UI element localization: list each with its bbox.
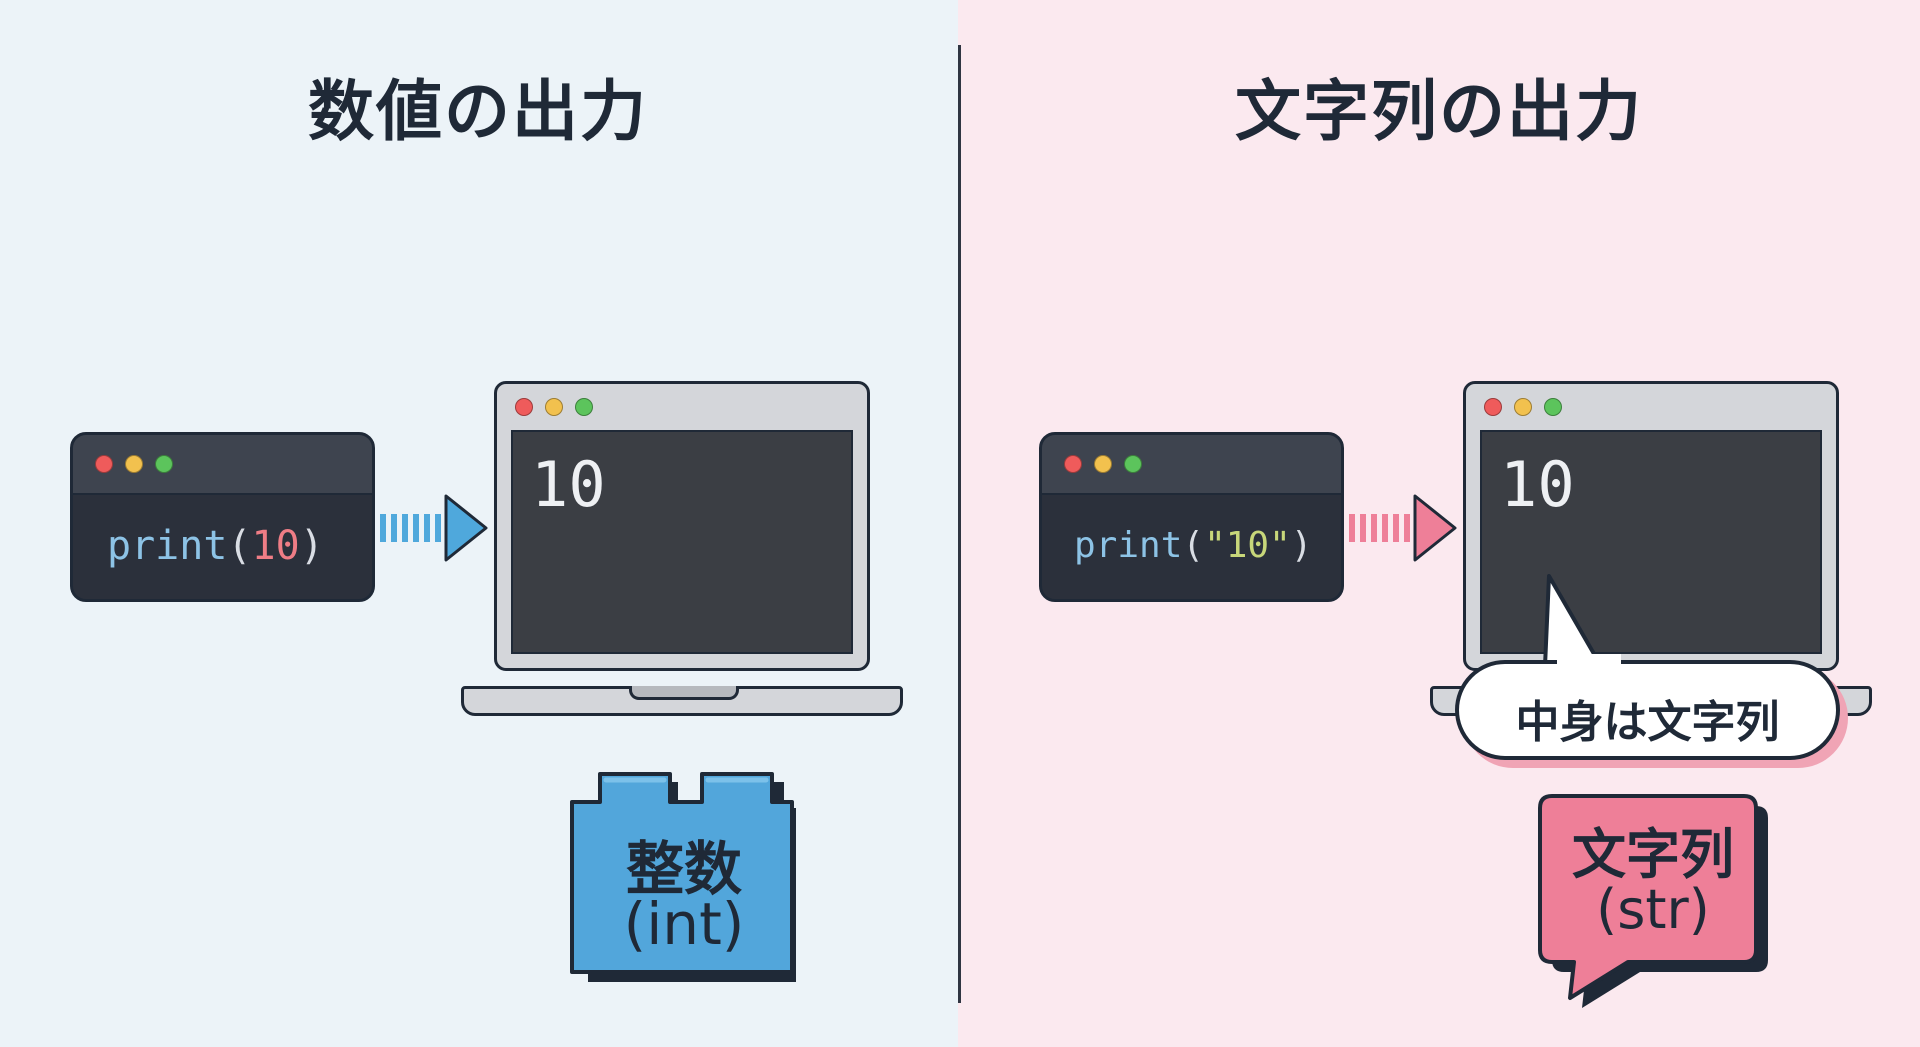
left-laptop-screen: 10 — [494, 381, 870, 671]
str-tag-type: (str) — [1596, 878, 1710, 941]
left-code-line: print(10) — [107, 523, 324, 569]
maximize-dot-icon — [1544, 398, 1562, 416]
str-tag-icon — [1538, 794, 1768, 1008]
code-close-paren: ) — [299, 523, 324, 569]
str-tag-label: 文字列 — [1572, 823, 1734, 886]
code-argument: 10 — [251, 523, 300, 569]
int-block-type: (int) — [623, 890, 745, 958]
minimize-dot-icon — [1514, 398, 1532, 416]
laptop-notch — [629, 686, 739, 700]
close-dot-icon — [1064, 455, 1082, 473]
right-terminal-output-area: 10 — [1480, 430, 1822, 654]
close-dot-icon — [515, 398, 533, 416]
int-block-icon — [570, 772, 796, 982]
minimize-dot-icon — [125, 455, 143, 473]
close-dot-icon — [1484, 398, 1502, 416]
maximize-dot-icon — [1124, 455, 1142, 473]
right-arrow-icon — [1349, 494, 1457, 562]
right-heading: 文字列の出力 — [1235, 73, 1643, 150]
code-open-paren: ( — [1182, 525, 1205, 566]
left-code-window: print(10) — [70, 432, 375, 602]
left-arrow-icon — [380, 494, 488, 562]
code-window-titlebar — [1042, 435, 1341, 495]
code-open-paren: ( — [227, 523, 252, 569]
code-window-titlebar — [73, 435, 372, 495]
code-function: print — [107, 523, 228, 569]
left-laptop-base — [461, 686, 903, 716]
code-close-paren: ) — [1290, 525, 1313, 566]
right-code-line: print("10") — [1074, 525, 1312, 566]
right-output-value: 10 — [1500, 448, 1575, 521]
minimize-dot-icon — [1094, 455, 1112, 473]
right-laptop-screen: 10 — [1463, 381, 1839, 671]
bubble-label: 中身は文字列 — [1515, 697, 1780, 748]
left-terminal-output-area: 10 — [511, 430, 853, 654]
code-argument: "10" — [1204, 525, 1291, 566]
maximize-dot-icon — [575, 398, 593, 416]
int-block-label: 整数 — [625, 835, 742, 903]
left-output-value: 10 — [531, 448, 606, 521]
bubble-tail-cover — [1557, 654, 1621, 674]
close-dot-icon — [95, 455, 113, 473]
code-function: print — [1074, 525, 1183, 566]
left-heading: 数値の出力 — [308, 73, 648, 150]
right-code-window: print("10") — [1039, 432, 1344, 602]
center-divider — [958, 45, 961, 1003]
minimize-dot-icon — [545, 398, 563, 416]
content-bubble: 中身は文字列 — [1455, 660, 1840, 760]
maximize-dot-icon — [155, 455, 173, 473]
